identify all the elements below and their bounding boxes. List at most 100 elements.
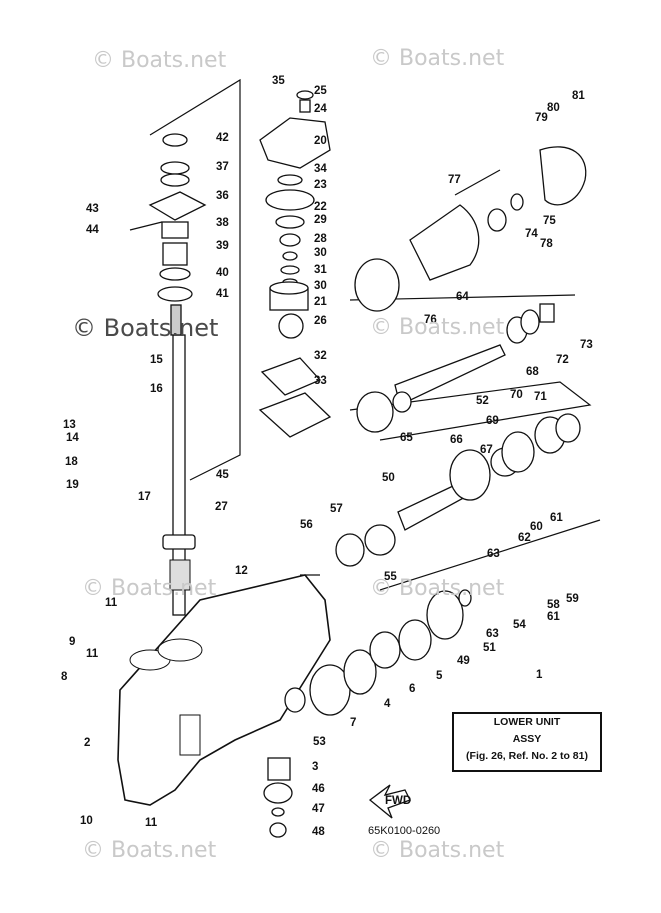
callout-8: 8 bbox=[61, 671, 68, 683]
callout-labels: 1234567891011111112131415161718192021222… bbox=[61, 75, 593, 838]
callout-11: 11 bbox=[86, 648, 99, 660]
callout-78: 78 bbox=[540, 238, 553, 250]
callout-12: 12 bbox=[235, 565, 248, 577]
watermark-top-left: © Boats.net bbox=[92, 48, 227, 73]
callout-49: 49 bbox=[457, 655, 470, 667]
watermark-lower-left: © Boats.net bbox=[82, 576, 217, 601]
callout-11: 11 bbox=[105, 597, 118, 609]
watermark-bottom-left: © Boats.net bbox=[82, 838, 217, 863]
drive-shaft bbox=[162, 334, 196, 616]
watermark-lower-right: © Boats.net bbox=[370, 576, 505, 601]
callout-54: 54 bbox=[513, 619, 526, 631]
gearcase-housing bbox=[117, 574, 331, 806]
callout-44: 44 bbox=[86, 224, 99, 236]
callout-77: 77 bbox=[448, 174, 461, 186]
callout-73: 73 bbox=[580, 339, 593, 351]
callout-70: 70 bbox=[510, 389, 523, 401]
callout-64: 64 bbox=[456, 291, 469, 303]
callout-29: 29 bbox=[314, 214, 327, 226]
callout-25: 25 bbox=[314, 85, 327, 97]
callout-75: 75 bbox=[543, 215, 556, 227]
callout-7: 7 bbox=[350, 717, 356, 729]
callout-31: 31 bbox=[314, 264, 327, 276]
callout-3: 3 bbox=[312, 761, 318, 773]
callout-9: 9 bbox=[69, 636, 75, 648]
callout-72: 72 bbox=[556, 354, 569, 366]
callout-81: 81 bbox=[572, 90, 585, 102]
water-pump-parts bbox=[258, 90, 332, 438]
callout-40: 40 bbox=[216, 267, 229, 279]
callout-62: 62 bbox=[518, 532, 531, 544]
callout-4: 4 bbox=[384, 698, 391, 710]
callout-43: 43 bbox=[86, 203, 99, 215]
callout-14: 14 bbox=[66, 432, 79, 444]
callout-30: 30 bbox=[314, 247, 327, 259]
callout-26: 26 bbox=[314, 315, 327, 327]
callout-57: 57 bbox=[330, 503, 343, 515]
callout-42: 42 bbox=[216, 132, 229, 144]
callout-61: 61 bbox=[547, 611, 560, 623]
callout-10: 10 bbox=[80, 815, 93, 827]
drive-shaft-parts bbox=[148, 133, 207, 336]
callout-20: 20 bbox=[314, 135, 327, 147]
title-line2: ASSY bbox=[512, 733, 542, 745]
callout-41: 41 bbox=[216, 288, 229, 300]
callout-45: 45 bbox=[216, 469, 229, 481]
callout-27: 27 bbox=[215, 501, 228, 513]
callout-37: 37 bbox=[216, 161, 229, 173]
callout-56: 56 bbox=[300, 519, 313, 531]
watermark-bottom-right: © Boats.net bbox=[370, 838, 505, 863]
callout-33: 33 bbox=[314, 375, 327, 387]
callout-5: 5 bbox=[436, 670, 443, 682]
fwd-label: FWD bbox=[385, 795, 411, 807]
callout-11: 11 bbox=[145, 817, 158, 829]
callout-61: 61 bbox=[550, 512, 563, 524]
callout-53: 53 bbox=[313, 736, 326, 748]
callout-21: 21 bbox=[314, 296, 327, 308]
callout-52: 52 bbox=[476, 395, 489, 407]
drawing-code: 65K0100-0260 bbox=[368, 825, 441, 837]
title-line1: LOWER UNIT bbox=[493, 716, 561, 728]
title-box: LOWER UNIT ASSY (Fig. 26, Ref. No. 2 to … bbox=[452, 712, 602, 772]
callout-63: 63 bbox=[486, 628, 499, 640]
callout-15: 15 bbox=[150, 354, 163, 366]
callout-32: 32 bbox=[314, 350, 327, 362]
prop-shaft-parts bbox=[335, 146, 587, 567]
callout-18: 18 bbox=[65, 456, 78, 468]
callout-60: 60 bbox=[530, 521, 543, 533]
callout-59: 59 bbox=[566, 593, 579, 605]
title-line3: (Fig. 26, Ref. No. 2 to 81) bbox=[466, 750, 588, 762]
fwd-arrow: FWD bbox=[368, 784, 411, 819]
callout-50: 50 bbox=[382, 472, 395, 484]
watermark-mid-left: © Boats.net bbox=[72, 314, 219, 342]
callout-68: 68 bbox=[526, 366, 539, 378]
callout-74: 74 bbox=[525, 228, 538, 240]
callout-1: 1 bbox=[536, 669, 543, 681]
callout-46: 46 bbox=[312, 783, 325, 795]
callout-28: 28 bbox=[314, 233, 327, 245]
callout-66: 66 bbox=[450, 434, 463, 446]
callout-17: 17 bbox=[138, 491, 151, 503]
callout-79: 79 bbox=[535, 112, 548, 124]
callout-51: 51 bbox=[483, 642, 496, 654]
callout-16: 16 bbox=[150, 383, 163, 395]
callout-23: 23 bbox=[314, 179, 327, 191]
watermark-top-right: © Boats.net bbox=[370, 46, 505, 71]
callout-71: 71 bbox=[534, 391, 547, 403]
callout-47: 47 bbox=[312, 803, 325, 815]
callout-48: 48 bbox=[312, 826, 325, 838]
callout-34: 34 bbox=[314, 163, 327, 175]
lower-gears bbox=[263, 589, 472, 838]
callout-63: 63 bbox=[487, 548, 500, 560]
callout-35: 35 bbox=[272, 75, 285, 87]
callout-24: 24 bbox=[314, 103, 327, 115]
callout-19: 19 bbox=[66, 479, 79, 491]
callout-2: 2 bbox=[84, 737, 90, 749]
callout-76: 76 bbox=[424, 314, 437, 326]
callout-39: 39 bbox=[216, 240, 229, 252]
watermark-mid-right: © Boats.net bbox=[370, 315, 505, 340]
callout-67: 67 bbox=[480, 444, 493, 456]
callout-13: 13 bbox=[63, 419, 76, 431]
callout-69: 69 bbox=[486, 415, 499, 427]
callout-80: 80 bbox=[547, 102, 560, 114]
